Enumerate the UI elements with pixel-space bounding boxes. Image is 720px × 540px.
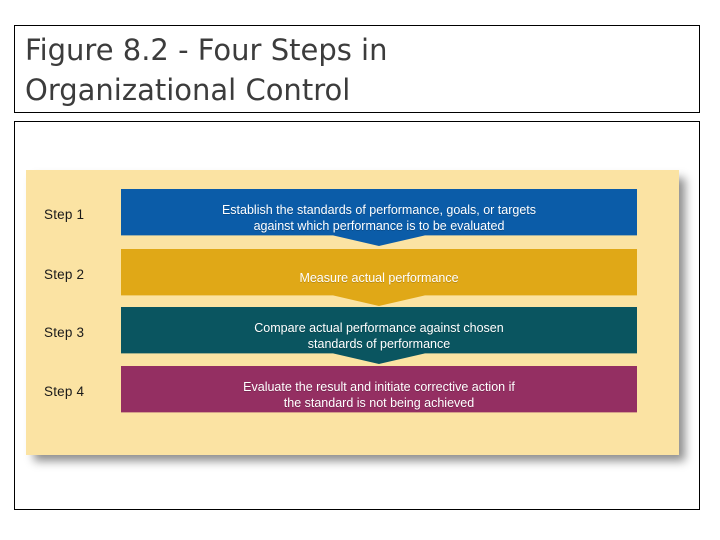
figure-panel: Step 1 Establish the standards of perfor… — [26, 170, 679, 455]
step-row: Step 1 Establish the standards of perfor… — [26, 189, 679, 246]
chevron-arrow-shape-1 — [121, 189, 637, 246]
step-text-1: Establish the standards of performance, … — [221, 202, 537, 233]
chevron-arrow-shape-2 — [121, 249, 637, 306]
step-row: Step 4 Evaluate the result and initiate … — [26, 366, 679, 423]
step-row: Step 2 Measure actual performance — [26, 249, 679, 306]
step-label-3: Step 3 — [44, 325, 85, 340]
step-arrow-4: Evaluate the result and initiate correct… — [121, 366, 637, 423]
page-title: Figure 8.2 - Four Steps in Organizationa… — [25, 33, 388, 107]
chevron-arrow-shape-4 — [121, 366, 637, 413]
step-arrow-1: Establish the standards of performance, … — [121, 189, 637, 246]
step-row: Step 3 Compare actual performance agains… — [26, 307, 679, 364]
step-text-2: Measure actual performance — [299, 270, 459, 285]
step-arrow-3: Compare actual performance against chose… — [121, 307, 637, 364]
slide-body-box: Step 1 Establish the standards of perfor… — [14, 121, 700, 510]
slide-title-box: Figure 8.2 - Four Steps in Organizationa… — [14, 25, 700, 113]
step-label-2: Step 2 — [44, 267, 85, 282]
chevron-arrow-shape-3 — [121, 307, 637, 364]
step-label-4: Step 4 — [44, 384, 85, 399]
step-arrow-2: Measure actual performance — [121, 249, 637, 306]
step-text-4: Evaluate the result and initiate correct… — [243, 379, 515, 410]
step-label-1: Step 1 — [44, 207, 85, 222]
step-text-3: Compare actual performance against chose… — [254, 320, 504, 351]
